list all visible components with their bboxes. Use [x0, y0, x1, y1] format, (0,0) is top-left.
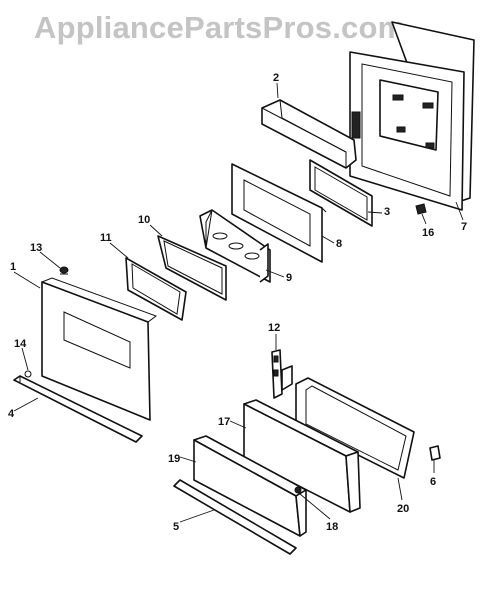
- label-9: 9: [286, 272, 292, 284]
- label-20: 20: [397, 503, 409, 515]
- label-19: 19: [168, 453, 180, 465]
- part-16-clip: [415, 203, 427, 215]
- part-1-outer-door-panel: [40, 277, 158, 421]
- part-9-glass-retainer: [199, 209, 271, 283]
- label-16: 16: [422, 227, 434, 239]
- label-4: 4: [8, 408, 15, 420]
- part-17-drawer-body: [243, 399, 361, 513]
- part-5-drawer-handle: [173, 479, 297, 555]
- label-7: 7: [461, 221, 467, 233]
- watermark-text: AppliancePartsPros.com: [34, 10, 406, 45]
- label-13: 13: [30, 242, 42, 254]
- part-10-glass-panel: [157, 235, 227, 301]
- label-2: 2: [273, 72, 279, 84]
- label-14: 14: [14, 338, 27, 350]
- label-10: 10: [138, 214, 150, 226]
- part-8-window-frame: [231, 163, 327, 263]
- part-3-glass: [309, 159, 373, 227]
- label-3: 3: [384, 206, 390, 218]
- part-11-glass-gasket: [125, 257, 187, 321]
- part-20-drawer-liner: [295, 377, 415, 479]
- part-18-screw: [294, 486, 302, 494]
- label-1: 1: [10, 261, 16, 273]
- label-8: 8: [336, 238, 342, 250]
- label-17: 17: [218, 416, 230, 428]
- part-2-vent-duct: [261, 99, 357, 169]
- part-12-hinge: [271, 349, 293, 399]
- leader-lines: [13, 82, 464, 523]
- part-7-door-liner: [349, 21, 475, 211]
- label-5: 5: [173, 521, 179, 533]
- part-13-screw: [59, 266, 69, 275]
- part-6-foot: [429, 445, 441, 461]
- callout-labels: 1 2 3 4 5 6 7 8 9 10 11 12 13 14 16 17 1…: [8, 72, 467, 533]
- label-18: 18: [326, 521, 338, 533]
- label-6: 6: [430, 476, 436, 488]
- label-11: 11: [100, 232, 112, 244]
- label-12: 12: [268, 322, 280, 334]
- part-14-clip: [24, 370, 32, 378]
- part-19-drawer-front: [193, 435, 307, 537]
- part-4-door-handle: [13, 375, 143, 443]
